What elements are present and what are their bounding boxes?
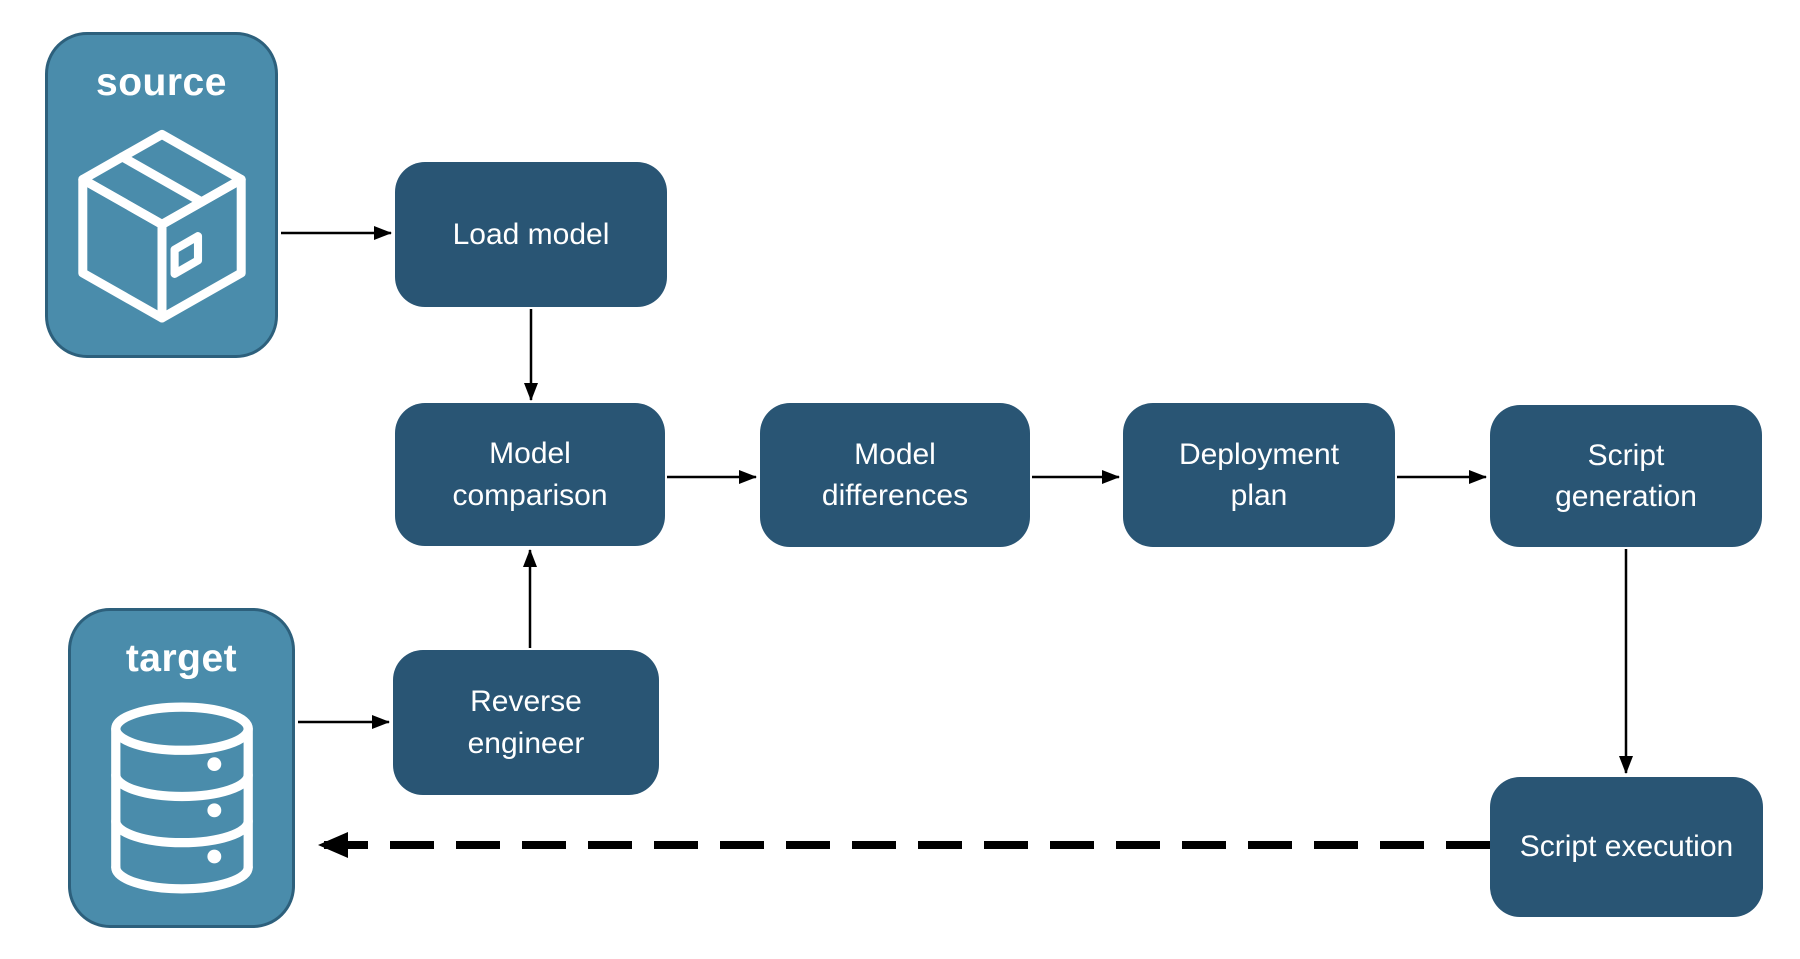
source-label: source — [96, 61, 227, 104]
node-load-model-label: Load model — [452, 217, 610, 251]
node-model-comparison-label: Model comparison — [452, 437, 608, 512]
endpoint-target[interactable]: target — [68, 608, 295, 928]
node-model-comparison[interactable]: Model comparison — [395, 403, 665, 546]
node-script-generation[interactable]: Script generation — [1490, 405, 1762, 547]
node-script-execution[interactable]: Script execution — [1490, 777, 1763, 917]
node-deployment-plan-label: Deployment plan — [1178, 437, 1340, 512]
node-deployment-plan[interactable]: Deployment plan — [1123, 403, 1395, 547]
node-load-model[interactable]: Load model — [395, 162, 667, 307]
node-reverse-engineer[interactable]: Reverse engineer — [393, 650, 659, 795]
node-script-execution-label: Script execution — [1519, 830, 1734, 864]
target-label: target — [125, 637, 238, 680]
node-script-generation-label: Script generation — [1555, 438, 1697, 513]
node-model-differences[interactable]: Model differences — [760, 403, 1030, 547]
node-model-differences-label: Model differences — [821, 437, 969, 512]
database-icon — [105, 701, 259, 895]
endpoint-source[interactable]: source — [45, 32, 278, 358]
node-reverse-engineer-label: Reverse engineer — [467, 685, 585, 760]
package-icon — [72, 127, 252, 329]
